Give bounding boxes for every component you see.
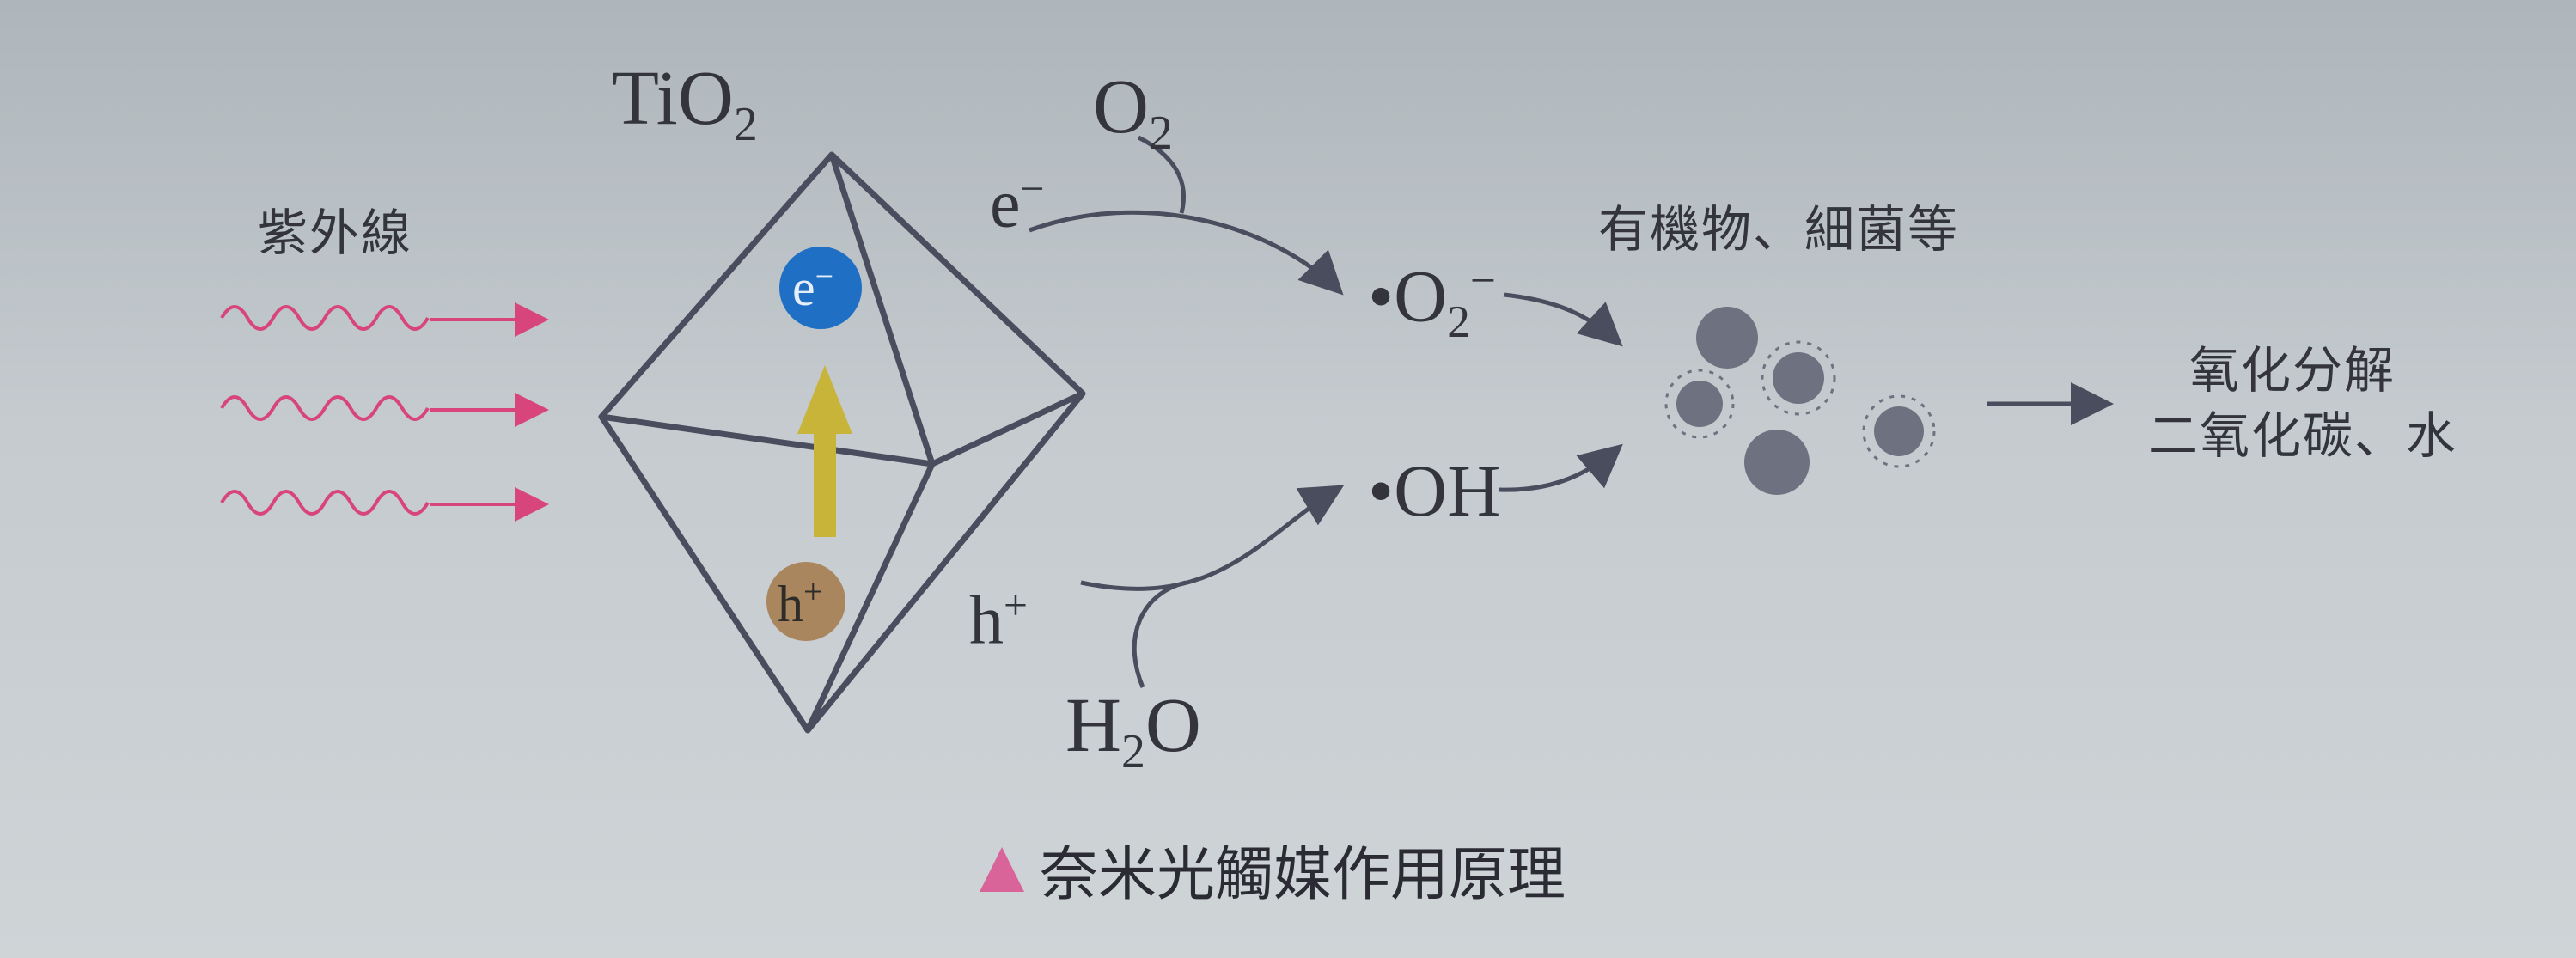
- o2-label: O2: [1093, 64, 1173, 160]
- caption-text: 奈米光觸媒作用原理: [1040, 841, 1566, 909]
- particle: [1676, 381, 1723, 427]
- tio2-label: TiO2: [612, 56, 758, 151]
- target-particles: [1664, 307, 1936, 495]
- particle: [1696, 307, 1758, 369]
- uv-wave-3: [220, 490, 430, 516]
- h2o-join-curve: [1132, 580, 1187, 688]
- product-label-line1: 氧化分解: [2189, 341, 2396, 400]
- uv-rays: [220, 302, 549, 522]
- hydroxyl-label: •OH: [1368, 449, 1501, 532]
- electron-ball: [779, 247, 862, 329]
- h2o-label: H2O: [1065, 683, 1201, 778]
- uv-label: 紫外線: [258, 204, 413, 262]
- hole-ball-label: h+: [778, 572, 823, 632]
- e-to-superoxide-curve: [1029, 210, 1344, 296]
- e-minus-label: e−: [990, 165, 1045, 242]
- h-plus-label: h+: [969, 582, 1028, 659]
- superoxide-label: •O2−: [1368, 254, 1496, 347]
- electron-ball-label: e−: [792, 259, 834, 316]
- particle: [1744, 430, 1810, 495]
- h-to-hydroxyl-curve: [1080, 485, 1345, 591]
- figure-caption: 奈米光觸媒作用原理: [980, 827, 1566, 912]
- hole-ball: [766, 562, 845, 641]
- o2-join-curve: [1137, 135, 1187, 214]
- particle: [1773, 352, 1824, 404]
- reaction-paths: [1029, 135, 2114, 688]
- tio2-octahedron: [598, 151, 1086, 734]
- uv-wave-1: [220, 305, 430, 331]
- excitation-arrow: [797, 365, 852, 537]
- hydroxyl-to-targets-curve: [1499, 443, 1623, 492]
- uv-wave-2: [220, 395, 430, 421]
- product-label-line2: 二氧化碳、水: [2148, 406, 2458, 465]
- triangle-marker-icon: [980, 846, 1024, 892]
- particle: [1874, 406, 1924, 456]
- superoxide-to-targets-curve: [1503, 292, 1623, 347]
- targets-label: 有機物、細菌等: [1598, 200, 1960, 259]
